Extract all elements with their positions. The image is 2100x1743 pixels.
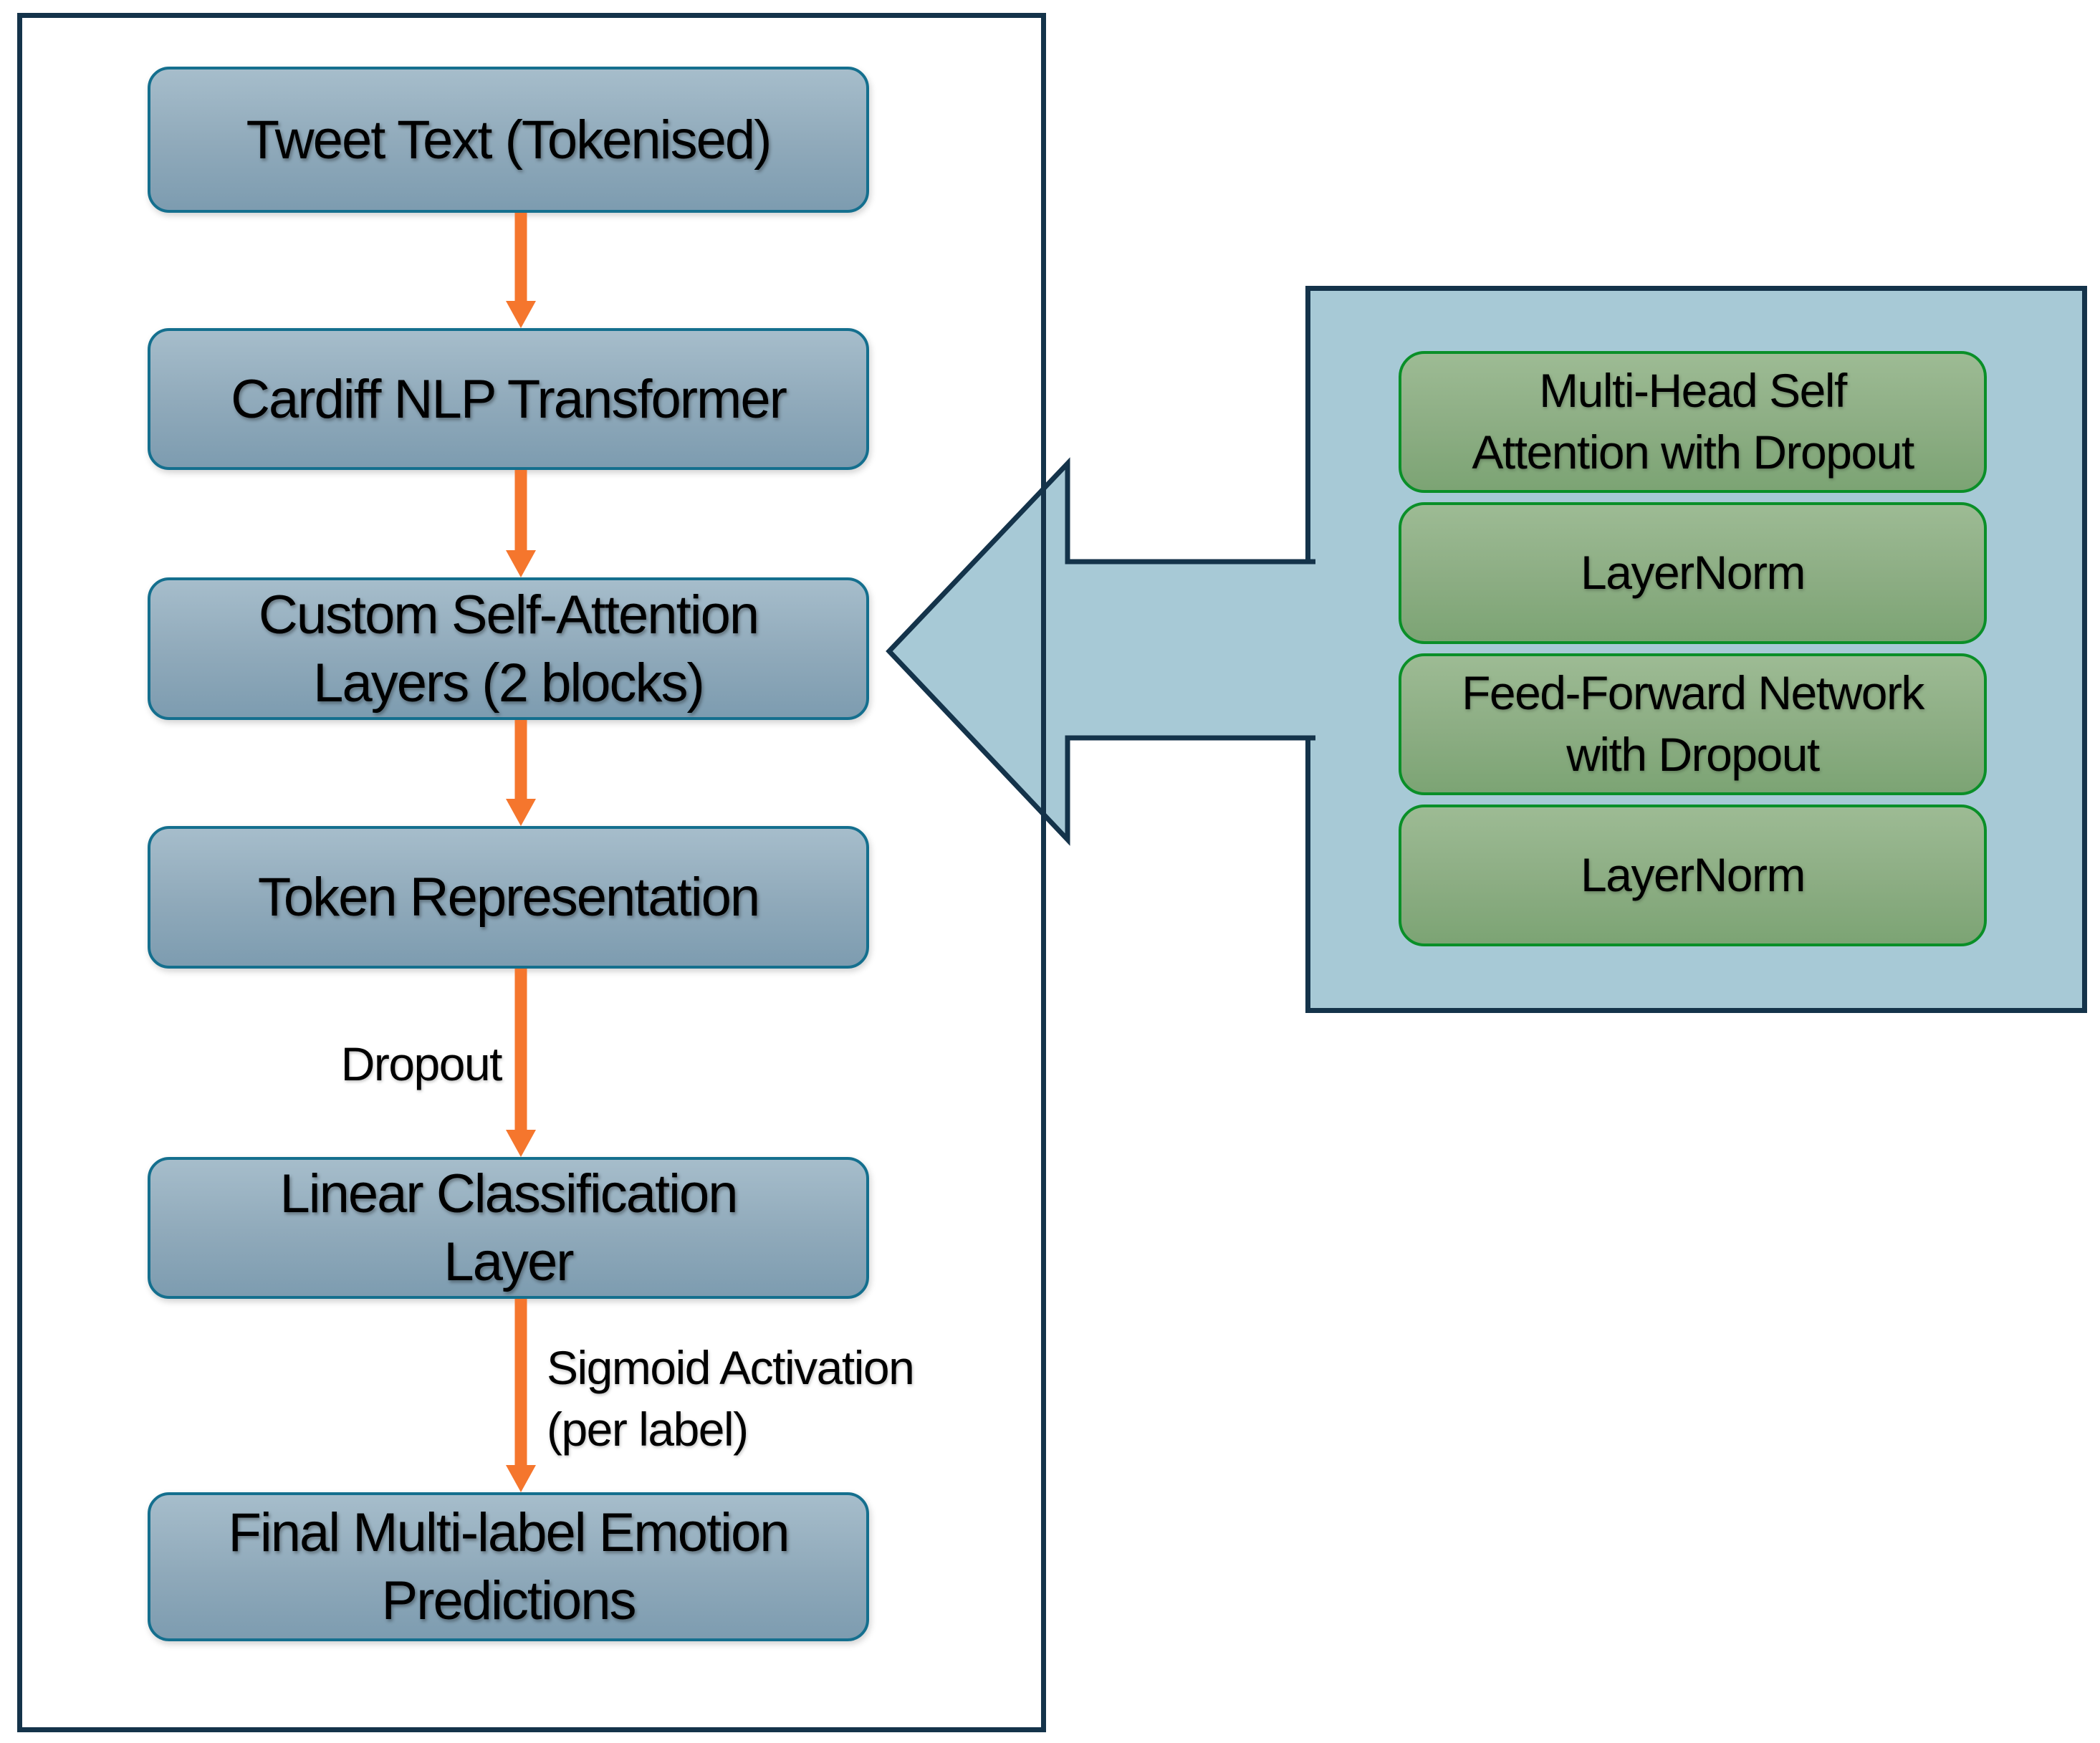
edge-label-dropout: Dropout bbox=[340, 1037, 503, 1090]
node-linear-classification: Linear Classification Layer bbox=[148, 1157, 869, 1299]
node-cardiff-nlp-transformer: Cardiff NLP Transformer bbox=[148, 328, 869, 470]
arrow-shaft bbox=[514, 720, 527, 802]
arrow-shaft bbox=[514, 1299, 527, 1468]
callout-block-multi-head-attention: Multi-Head Self Attention with Dropout bbox=[1399, 351, 1987, 493]
arrow-head bbox=[506, 301, 536, 328]
callout-block-layernorm-2: LayerNorm bbox=[1399, 805, 1987, 946]
arrow-head bbox=[506, 1130, 536, 1157]
callout-block-feed-forward: Feed-Forward Network with Dropout bbox=[1399, 653, 1987, 795]
down-arrow-icon-3 bbox=[506, 720, 536, 826]
node-tweet-text: Tweet Text (Tokenised) bbox=[148, 67, 869, 213]
down-arrow-icon-5 bbox=[506, 1299, 536, 1492]
arrow-shaft bbox=[514, 213, 527, 304]
node-custom-self-attention: Custom Self-Attention Layers (2 blocks) bbox=[148, 577, 869, 720]
arrow-shaft bbox=[514, 969, 527, 1133]
down-arrow-icon-2 bbox=[506, 470, 536, 577]
callout-left-arrow-icon bbox=[886, 457, 1315, 846]
edge-label-sigmoid-activation: Sigmoid Activation (per label) bbox=[547, 1341, 915, 1456]
arrow-head bbox=[506, 550, 536, 577]
pipeline-container bbox=[17, 13, 1046, 1732]
arrow-head bbox=[506, 1465, 536, 1492]
down-arrow-icon-1 bbox=[506, 213, 536, 328]
callout-block-layernorm-1: LayerNorm bbox=[1399, 502, 1987, 644]
arrow-shaft bbox=[514, 470, 527, 553]
arrow-head bbox=[506, 799, 536, 826]
node-final-predictions: Final Multi-label Emotion Predictions bbox=[148, 1492, 869, 1641]
node-token-representation: Token Representation bbox=[148, 826, 869, 969]
down-arrow-icon-4 bbox=[506, 969, 536, 1157]
